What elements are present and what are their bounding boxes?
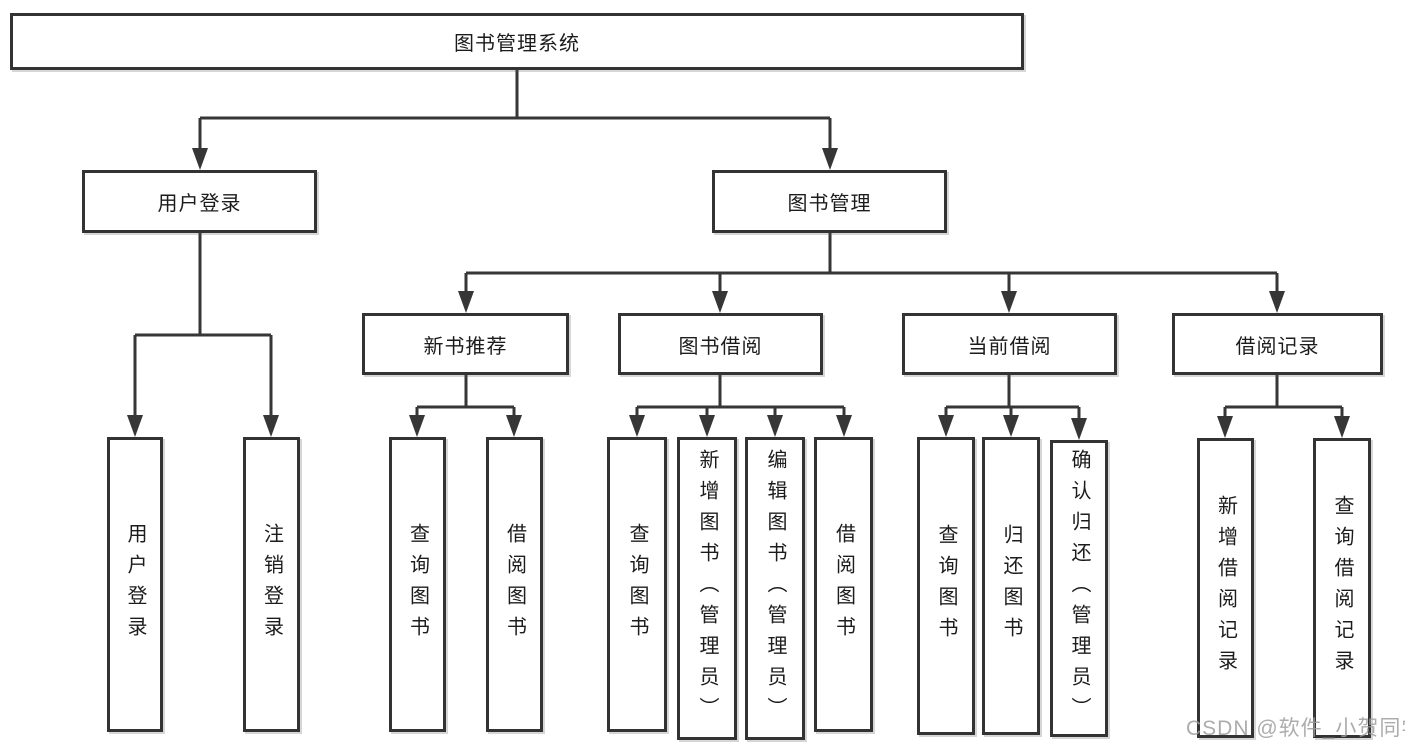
leaf-label: 确认归还（管理员）: [1068, 449, 1090, 728]
leaf-query-books-current: 查询图书: [917, 437, 975, 735]
leaf-query-borrow-record: 查询借阅记录: [1313, 438, 1371, 738]
leaf-label: 借阅图书: [503, 522, 526, 647]
node-label: 用户登录: [157, 193, 242, 215]
connector-edges: [133, 69, 1344, 422]
node-label: 图书借阅: [678, 335, 763, 358]
leaf-label: 查询图书: [935, 524, 957, 648]
node-book-management: 图书管理: [712, 170, 947, 233]
leaf-label: 用户登录: [124, 522, 146, 647]
leaf-user-login: 用户登录: [107, 437, 163, 732]
leaf-label: 编辑图书（管理员）: [764, 449, 786, 728]
leaf-label: 新增借阅记录: [1214, 495, 1237, 681]
leaf-label: 借阅图书: [832, 522, 855, 647]
leaf-borrow-books-recommend: 借阅图书: [486, 437, 543, 732]
node-book-borrowing: 图书借阅: [618, 313, 823, 375]
leaf-add-books-admin: 新增图书（管理员）: [677, 437, 737, 740]
leaf-query-books-recommend: 查询图书: [389, 437, 446, 732]
leaf-return-books: 归还图书: [982, 437, 1040, 735]
leaf-label: 注销登录: [260, 522, 283, 647]
node-label: 借阅记录: [1235, 335, 1320, 358]
leaf-label: 查询图书: [626, 522, 648, 647]
node-new-book-recommend: 新书推荐: [362, 313, 569, 375]
leaf-label: 查询借阅记录: [1331, 495, 1353, 681]
leaf-edit-books-admin: 编辑图书（管理员）: [745, 437, 805, 740]
leaf-label: 新增图书（管理员）: [696, 449, 718, 728]
csdn-watermark: CSDN @软件_小贺同学: [1186, 717, 1405, 740]
node-label: 当前借阅: [967, 335, 1052, 358]
node-label: 图书管理系统: [454, 33, 580, 55]
node-library-management-system: 图书管理系统: [10, 13, 1024, 70]
leaf-logout: 注销登录: [243, 437, 300, 732]
node-label: 图书管理: [787, 193, 872, 215]
arrowheads: [127, 148, 1350, 440]
leaf-add-borrow-record: 新增借阅记录: [1197, 438, 1254, 738]
leaf-label: 归还图书: [1000, 524, 1022, 648]
leaf-borrow-books: 借阅图书: [814, 437, 873, 732]
leaf-label: 查询图书: [406, 522, 429, 647]
node-borrow-records: 借阅记录: [1172, 313, 1383, 375]
node-label: 新书推荐: [423, 335, 508, 358]
node-user-login: 用户登录: [82, 170, 317, 233]
leaf-confirm-return-admin: 确认归还（管理员）: [1050, 440, 1108, 737]
node-current-borrowing: 当前借阅: [902, 313, 1117, 375]
leaf-query-books-borrowing: 查询图书: [607, 437, 667, 732]
